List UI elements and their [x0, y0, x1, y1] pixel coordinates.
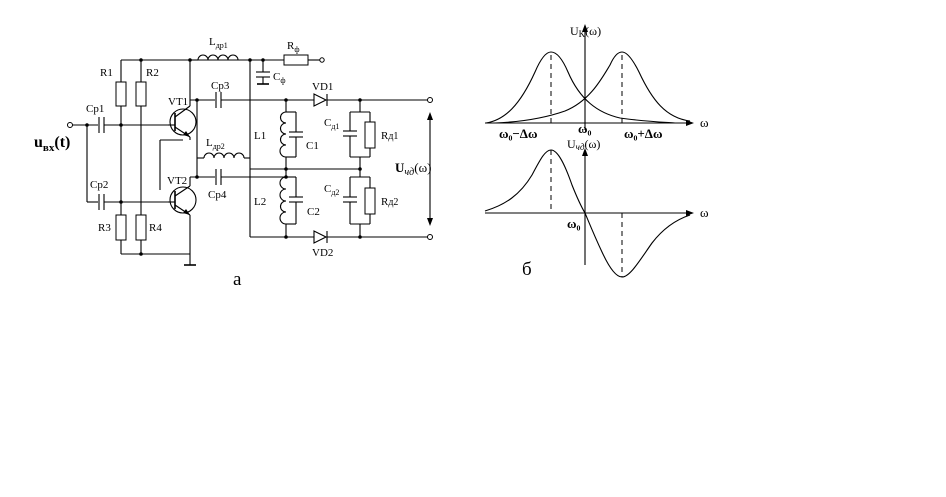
frequency-graphs: UK(ω) ω ω₀−Δω ω₀ ω₀+Δω Uчд(ω) ω ω₀ б: [484, 24, 709, 280]
label-r4: R4: [149, 222, 162, 234]
label-r3: R3: [98, 222, 111, 234]
diode-vd2: [313, 230, 328, 244]
caption-b: б: [522, 259, 532, 280]
label-cd2: Cд2: [324, 183, 339, 197]
capacitor-cp1: [98, 117, 105, 133]
label-l1: L1: [254, 130, 266, 142]
label-right-peak: ω₀+Δω: [624, 126, 662, 141]
label-cd1: Cд1: [324, 117, 339, 131]
resistor-r3: [115, 214, 127, 241]
resistor-r4: [135, 214, 147, 241]
label-vd2: VD2: [312, 247, 333, 259]
resonance-curve-left: [485, 51, 676, 124]
resistor-rd2: [364, 187, 376, 215]
resistor-rf: [283, 54, 309, 66]
label-ldr2: Lдр2: [206, 137, 225, 151]
transistor-vt1: [168, 105, 197, 138]
label-center-bottom: ω₀: [567, 216, 581, 231]
resistor-rd1: [364, 121, 376, 149]
capacitor-cp4: [215, 169, 222, 185]
capacitor-cp3: [215, 92, 222, 108]
caption-a: а: [233, 269, 242, 290]
capacitor-c1: [289, 131, 303, 138]
inductor-l2: [279, 176, 287, 225]
label-cp1: Cр1: [86, 103, 104, 115]
transistor-vt2: [168, 185, 197, 216]
capacitor-cd2: [343, 196, 357, 203]
inductor-l1: [279, 111, 287, 158]
resistor-r1: [115, 81, 127, 107]
top-y-label: UK(ω): [570, 24, 601, 39]
resistor-r2: [135, 81, 147, 107]
capacitor-c2: [289, 196, 303, 203]
supply-terminal: [319, 57, 325, 63]
circuit-schematic: uвх(t) Cр1 Cр2 R1 R3: [34, 36, 433, 290]
label-ldr1: Lдр1: [209, 36, 228, 50]
top-x-label: ω: [700, 115, 709, 130]
bottom-y-label: Uчд(ω): [567, 137, 600, 152]
label-cp4: Cр4: [208, 189, 227, 201]
diode-vd1: [313, 93, 328, 107]
label-l2: L2: [254, 196, 266, 208]
label-c2: C2: [307, 206, 320, 218]
label-vd1: VD1: [312, 81, 333, 93]
label-vt1: VT1: [168, 96, 188, 108]
capacitor-cp2: [98, 194, 105, 210]
label-rd1: Rд1: [381, 130, 398, 142]
inductor-ldr1: [197, 54, 239, 61]
label-r2: R2: [146, 67, 159, 79]
inductor-ldr2: [203, 152, 245, 159]
label-rf: Rф: [287, 40, 300, 54]
label-c1: C1: [306, 140, 319, 152]
input-terminal: [67, 122, 73, 128]
output-terminal-bottom: [427, 234, 433, 240]
resonance-curve-right: [494, 51, 691, 124]
capacitor-cf: [256, 71, 270, 78]
capacitor-cd1: [343, 130, 357, 137]
label-cp2: Cр2: [90, 179, 108, 191]
label-left-peak: ω₀−Δω: [499, 126, 537, 141]
output-label: Uчд(ω): [395, 160, 431, 178]
output-terminal-top: [427, 97, 433, 103]
label-r1: R1: [100, 67, 113, 79]
bottom-x-label: ω: [700, 205, 709, 220]
discriminator-curve: [484, 149, 691, 278]
label-vt2: VT2: [167, 175, 187, 187]
label-rd2: Rд2: [381, 196, 398, 208]
label-cp3: Cр3: [211, 80, 230, 92]
input-label: uвх(t): [34, 134, 70, 154]
label-center-top: ω₀: [578, 121, 592, 136]
label-cf: Cф: [273, 71, 286, 85]
